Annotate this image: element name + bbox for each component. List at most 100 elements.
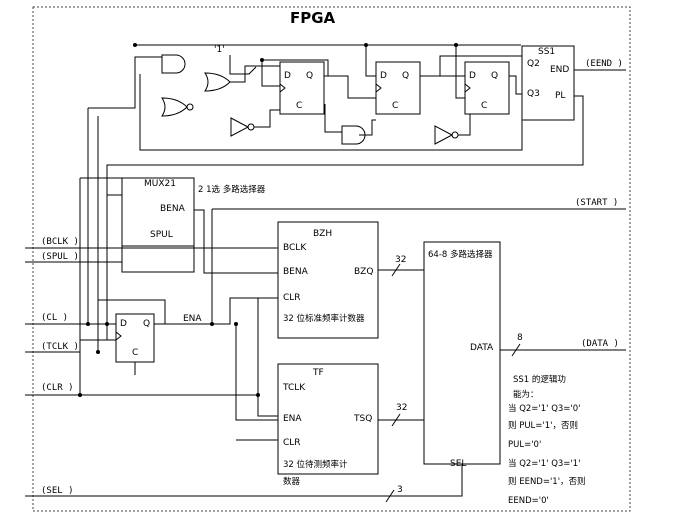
dff3-d: D (469, 71, 476, 81)
wire-dff3-q (509, 75, 522, 95)
wire-inv2 (458, 114, 471, 136)
wire-or-to-dff (230, 65, 280, 83)
wire-ena-tf (235, 324, 278, 421)
mux64-sel: SEL (450, 459, 467, 469)
ss1-name: SS1 (538, 47, 556, 57)
dff1-q: Q (306, 71, 314, 81)
note-line-7: 则 EEND='1'，否则 (508, 477, 586, 487)
nor-gate (161, 97, 188, 117)
wire-inv1 (254, 109, 280, 128)
and-gate-2 (341, 125, 366, 145)
and-gate-1 (161, 54, 186, 74)
port-sel: (SEL ) (41, 486, 74, 496)
mux21-name: MUX21 (144, 179, 176, 189)
bzh-bena: BENA (283, 267, 308, 277)
dff2-q: Q (402, 71, 410, 81)
dff4-q: Q (143, 319, 151, 329)
or-gate (204, 72, 231, 92)
tf-clr: CLR (283, 438, 301, 448)
dff4-d: D (120, 319, 127, 329)
ss1-end: END (550, 65, 570, 75)
wire-ff-q-up (98, 299, 166, 325)
wire-loop-2 (359, 119, 376, 136)
port-eend: (EEND ) (585, 59, 623, 69)
wire-dff3-top (455, 45, 465, 77)
dff1-d: D (284, 71, 291, 81)
wire-tclk (25, 339, 116, 353)
ss1-pl: PL (555, 91, 566, 101)
bus-width-bzq: 32 (395, 255, 407, 265)
bzh-bclk: BCLK (283, 243, 307, 253)
tf-ena: ENA (283, 414, 302, 424)
dff-2 (375, 61, 421, 115)
port-tclk: (TCLK ) (41, 342, 79, 352)
mux21-bena: BENA (160, 204, 185, 214)
tf-tclk: TCLK (283, 383, 306, 393)
note-line-1: SS1 的逻辑功 (513, 375, 566, 385)
port-spul: (SPUL ) (41, 252, 79, 262)
mux64-desc: 64-8 多路选择器 (428, 250, 493, 260)
port-cl: (CL ) (41, 313, 69, 323)
note-line-6: 当 Q2='1' Q3='1' (508, 459, 581, 469)
tf-block (277, 363, 379, 475)
wire-dff2-q2 (420, 75, 465, 99)
ena-label: ENA (183, 314, 202, 324)
tf-desc2: 数器 (283, 477, 301, 487)
note-line-8: EEND='0' (508, 496, 549, 506)
bus-slash-marks (385, 263, 521, 503)
dff-clock-marks (115, 83, 471, 341)
mux64-block (423, 241, 501, 465)
port-bclk: (BCLK ) (41, 237, 79, 247)
note-line-4: 则 PUL='1'，否则 (508, 421, 578, 431)
dff-1 (279, 61, 325, 115)
dff4-c: C (132, 348, 139, 358)
ss1-q3: Q3 (527, 89, 540, 99)
note-line-2: 能为： (513, 390, 539, 400)
bzh-block (277, 221, 379, 339)
wire-gate-inputs (88, 56, 162, 109)
mux21-desc: 2 1选 多路选择器 (198, 185, 266, 195)
wire-sel (25, 464, 463, 497)
ss1-block (521, 45, 575, 121)
wire-top-bus2 (229, 55, 257, 75)
bus-width-data: 8 (517, 333, 523, 343)
inverter-2 (434, 125, 454, 145)
wire-pl-out (106, 95, 584, 196)
wire-dff1-q (324, 75, 376, 99)
wire-dff1-d (262, 59, 329, 76)
bzh-bzq: BZQ (354, 267, 374, 277)
mux21-spul: SPUL (150, 230, 173, 240)
port-start: (START ) (575, 198, 619, 208)
wire-dff1-feed (261, 60, 280, 87)
port-data: (DATA ) (581, 339, 619, 349)
note-line-5: PUL='0' (508, 440, 542, 450)
tf-desc1: 32 位待测频率计 (283, 460, 348, 470)
wire-mux-spul (121, 236, 195, 273)
bus-width-tsq: 32 (396, 403, 408, 413)
top-constant: '1' (214, 45, 225, 55)
dff-3 (464, 61, 510, 115)
dff3-c: C (481, 101, 488, 111)
port-clr: (CLR ) (41, 383, 74, 393)
wire-bena (194, 209, 278, 274)
bzh-clr: CLR (283, 293, 301, 303)
fpga-frame (32, 6, 631, 512)
wire-loop-1 (324, 104, 342, 133)
mux21-block (121, 177, 195, 247)
wire-ena (154, 297, 278, 325)
tf-tsq: TSQ (354, 414, 373, 424)
wire-clr (25, 394, 278, 417)
inverter-1 (230, 117, 250, 137)
tf-name: TF (313, 368, 324, 378)
nor-bubble (186, 103, 194, 111)
ss1-q2: Q2 (527, 59, 540, 69)
wire-dff2-top (365, 45, 376, 77)
bzh-desc: 32 位标准频率计数器 (283, 314, 365, 324)
dff1-c: C (296, 101, 303, 111)
dff2-d: D (380, 71, 387, 81)
fpga-title: FPGA (290, 9, 336, 27)
wire-feedback-big (139, 74, 523, 151)
bzh-name: BZH (313, 229, 333, 239)
dff3-q: Q (491, 71, 499, 81)
